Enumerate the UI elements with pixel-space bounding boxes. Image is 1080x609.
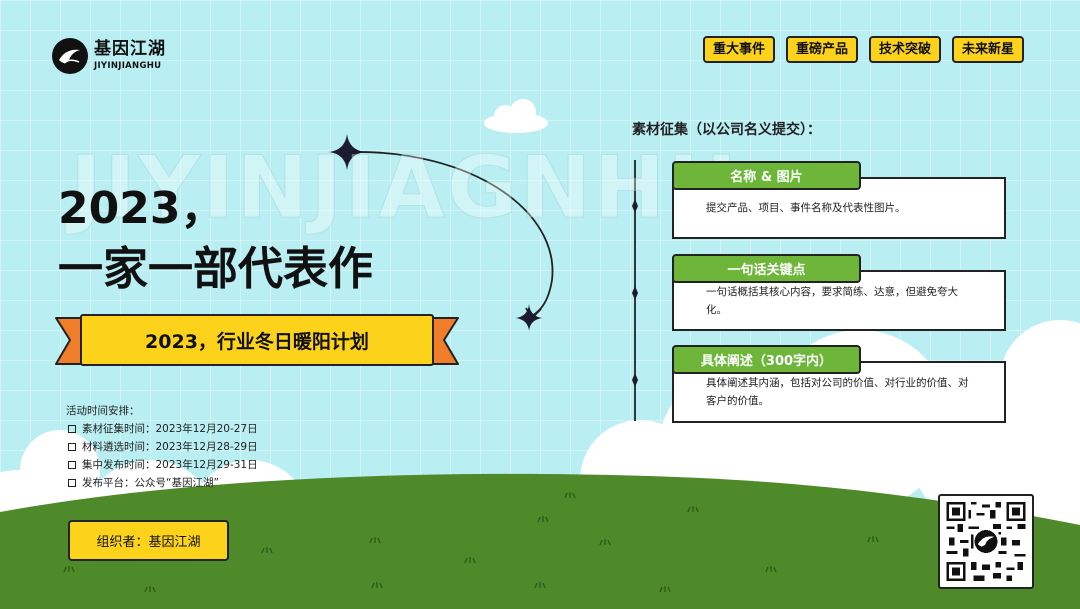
schedule-item: 集中发布时间：2023年12月29-31日 [66,456,258,474]
background-watermark: JIYINJIAGNHU [69,138,740,239]
schedule-section: 活动时间安排： 素材征集时间：2023年12月20-27日 材料遴选时间：202… [66,402,258,492]
grass-hill [0,473,1080,609]
tag-major-product[interactable]: 重磅产品 [785,36,858,63]
card-text: 提交产品、项目、事件名称及代表性图片。 [706,202,906,214]
card-label: 一句话关键点 [672,254,861,283]
checkbox-icon [68,479,76,487]
card-label: 名称 & 图片 [672,161,861,190]
grass-tufts [63,492,879,593]
qr-code-icon [946,502,1026,581]
timeline-markers [632,199,638,387]
sparkle-icon [329,134,365,170]
sparkle-icon [516,304,542,331]
ribbon-banner: 2023，行业冬日暖阳计划 [80,314,434,366]
logo-name: 基因江湖 [94,39,166,60]
checkbox-icon [68,443,76,451]
card-text: 一句话概括其核心内容，要求简练、达意，但避免夸大化。 [706,285,958,316]
card-label: 具体阐述（300字内） [672,345,861,374]
tag-future-star[interactable]: 未来新星 [951,36,1024,63]
brand-logo[interactable]: 基因江湖 JIYINJIANGHU [52,38,166,74]
tag-major-event[interactable]: 重大事件 [702,36,775,63]
cloud-shape [484,99,548,133]
logo-mark-icon [52,38,88,74]
headline-main: 一家一部代表作 [58,242,374,295]
schedule-heading: 活动时间安排： [66,405,140,417]
category-tags: 重大事件 重磅产品 技术突破 未来新星 [702,36,1024,63]
logo-subname: JIYINJIANGHU [94,61,162,72]
card-text: 具体阐述其内涵，包括对公司的价值、对行业的价值、对客户的价值。 [706,377,969,407]
tag-tech-breakthrough[interactable]: 技术突破 [868,36,941,63]
decorative-arc [351,151,554,317]
qr-code[interactable] [938,494,1034,589]
schedule-item: 素材征集时间：2023年12月20-27日 [66,420,258,438]
schedule-item: 发布平台：公众号“基因江湖” [66,474,258,492]
organizer-badge: 组织者：基因江湖 [68,520,229,561]
collect-title: 素材征集（以公司名义提交）： [632,122,821,138]
headline-year: 2023， [58,183,225,234]
schedule-item: 材料遴选时间：2023年12月28-29日 [66,438,258,456]
checkbox-icon [68,461,76,469]
checkbox-icon [68,425,76,433]
card-key-point: 一句话概括其核心内容，要求简练、达意，但避免夸大化。 [672,270,1006,331]
